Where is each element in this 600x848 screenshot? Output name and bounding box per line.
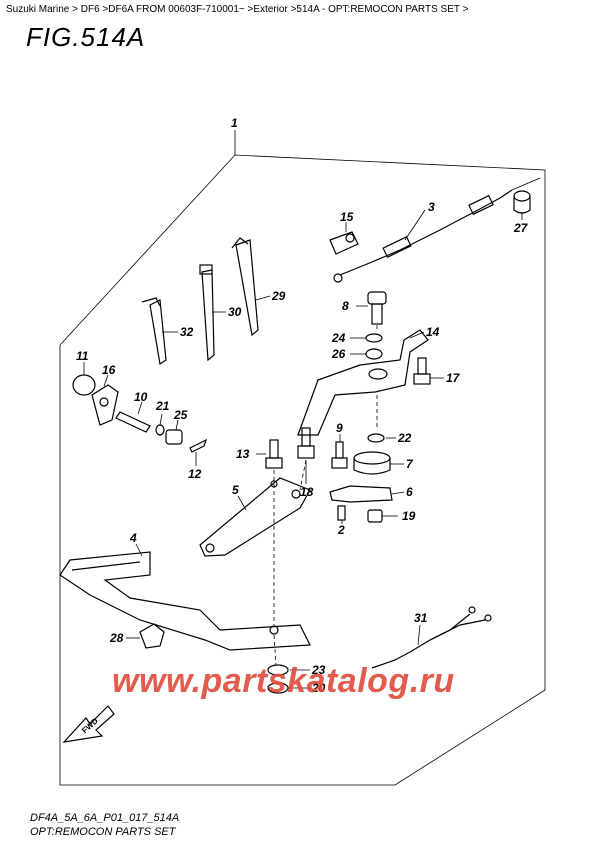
part-17-screw: [413, 357, 431, 385]
callout-9: 9: [336, 421, 343, 435]
callout-21: 21: [155, 399, 170, 413]
callout-20: 20: [311, 681, 326, 695]
part-15: [329, 231, 359, 255]
callout-14: 14: [426, 325, 440, 339]
assembly-lines: [273, 325, 378, 666]
part-29-cable-tie: [231, 237, 259, 337]
callout-12: 12: [188, 467, 202, 481]
part-20-washer: [267, 682, 289, 694]
callout-6: 6: [406, 485, 413, 499]
callout-16: 16: [102, 363, 116, 377]
part-16: [91, 384, 119, 426]
part-7-knob: [353, 451, 391, 475]
part-27-grommet: [513, 190, 531, 214]
part-11-o-ring: [72, 374, 96, 396]
callout-23: 23: [311, 663, 326, 677]
callout-4: 4: [129, 531, 137, 545]
part-19-nut: [367, 509, 383, 523]
callout-10: 10: [134, 390, 148, 404]
leader-lines: [83, 209, 523, 689]
callout-17: 17: [446, 371, 461, 385]
callout-28: 28: [109, 631, 124, 645]
callout-30: 30: [228, 305, 242, 319]
callouts: 1 3 15 27 29 30 32 8 14 24 26 17 11 16 1…: [76, 116, 529, 695]
callout-15: 15: [340, 210, 354, 224]
callout-18: 18: [300, 485, 314, 499]
callout-24: 24: [331, 331, 346, 345]
part-8-bolt: [367, 291, 387, 325]
part-2-screw: [337, 505, 346, 521]
part-4-main-bracket: [59, 551, 311, 651]
callout-31: 31: [414, 611, 428, 625]
part-22-washer: [367, 433, 385, 443]
callout-26: 26: [331, 347, 346, 361]
part-30-cable-tie: [199, 264, 215, 362]
figure-title: FIG.514A: [26, 22, 146, 52]
part-21-washer: [155, 424, 165, 436]
part-25-collar: [165, 429, 183, 445]
fwd-label: FWD: [80, 716, 100, 735]
watermark: www.partskatalog.ru: [112, 662, 455, 700]
callout-29: 29: [271, 289, 286, 303]
drawing-code: DF4A_5A_6A_P01_017_514A: [30, 812, 180, 824]
diagram-caption: OPT:REMOCON PARTS SET: [30, 826, 176, 838]
part-32-cable-tie: [141, 297, 167, 366]
fwd-arrow-icon: FWD: [62, 705, 115, 743]
part-23-washer: [267, 664, 289, 676]
part-13-screw: [265, 439, 283, 469]
callout-5: 5: [232, 483, 239, 497]
callout-19: 19: [402, 509, 416, 523]
part-28: [139, 623, 165, 649]
callout-2: 2: [337, 523, 345, 537]
part-18-screw: [297, 427, 315, 459]
callout-13: 13: [236, 447, 250, 461]
callout-32: 32: [180, 325, 194, 339]
part-14-bracket: [297, 329, 429, 436]
callout-3: 3: [428, 200, 435, 214]
part-9-screw: [331, 441, 348, 469]
part-cable-3: [333, 177, 541, 283]
callout-27: 27: [513, 221, 529, 235]
callout-25: 25: [173, 408, 188, 422]
callout-22: 22: [397, 431, 412, 445]
part-12-clip: [189, 438, 208, 453]
callout-11: 11: [76, 349, 89, 363]
part-5-plate: [199, 477, 311, 557]
callout-8: 8: [342, 299, 349, 313]
callout-7: 7: [406, 457, 414, 471]
part-31-harness: [371, 606, 492, 669]
breadcrumb: Suzuki Marine > DF6 >DF6A FROM 00603F-71…: [6, 4, 469, 15]
part-24-26-washers: [365, 333, 383, 360]
part-6-plate: [329, 485, 393, 503]
part-10-pin: [115, 411, 151, 433]
assembly-frame: [59, 130, 546, 786]
callout-1: 1: [231, 116, 238, 130]
